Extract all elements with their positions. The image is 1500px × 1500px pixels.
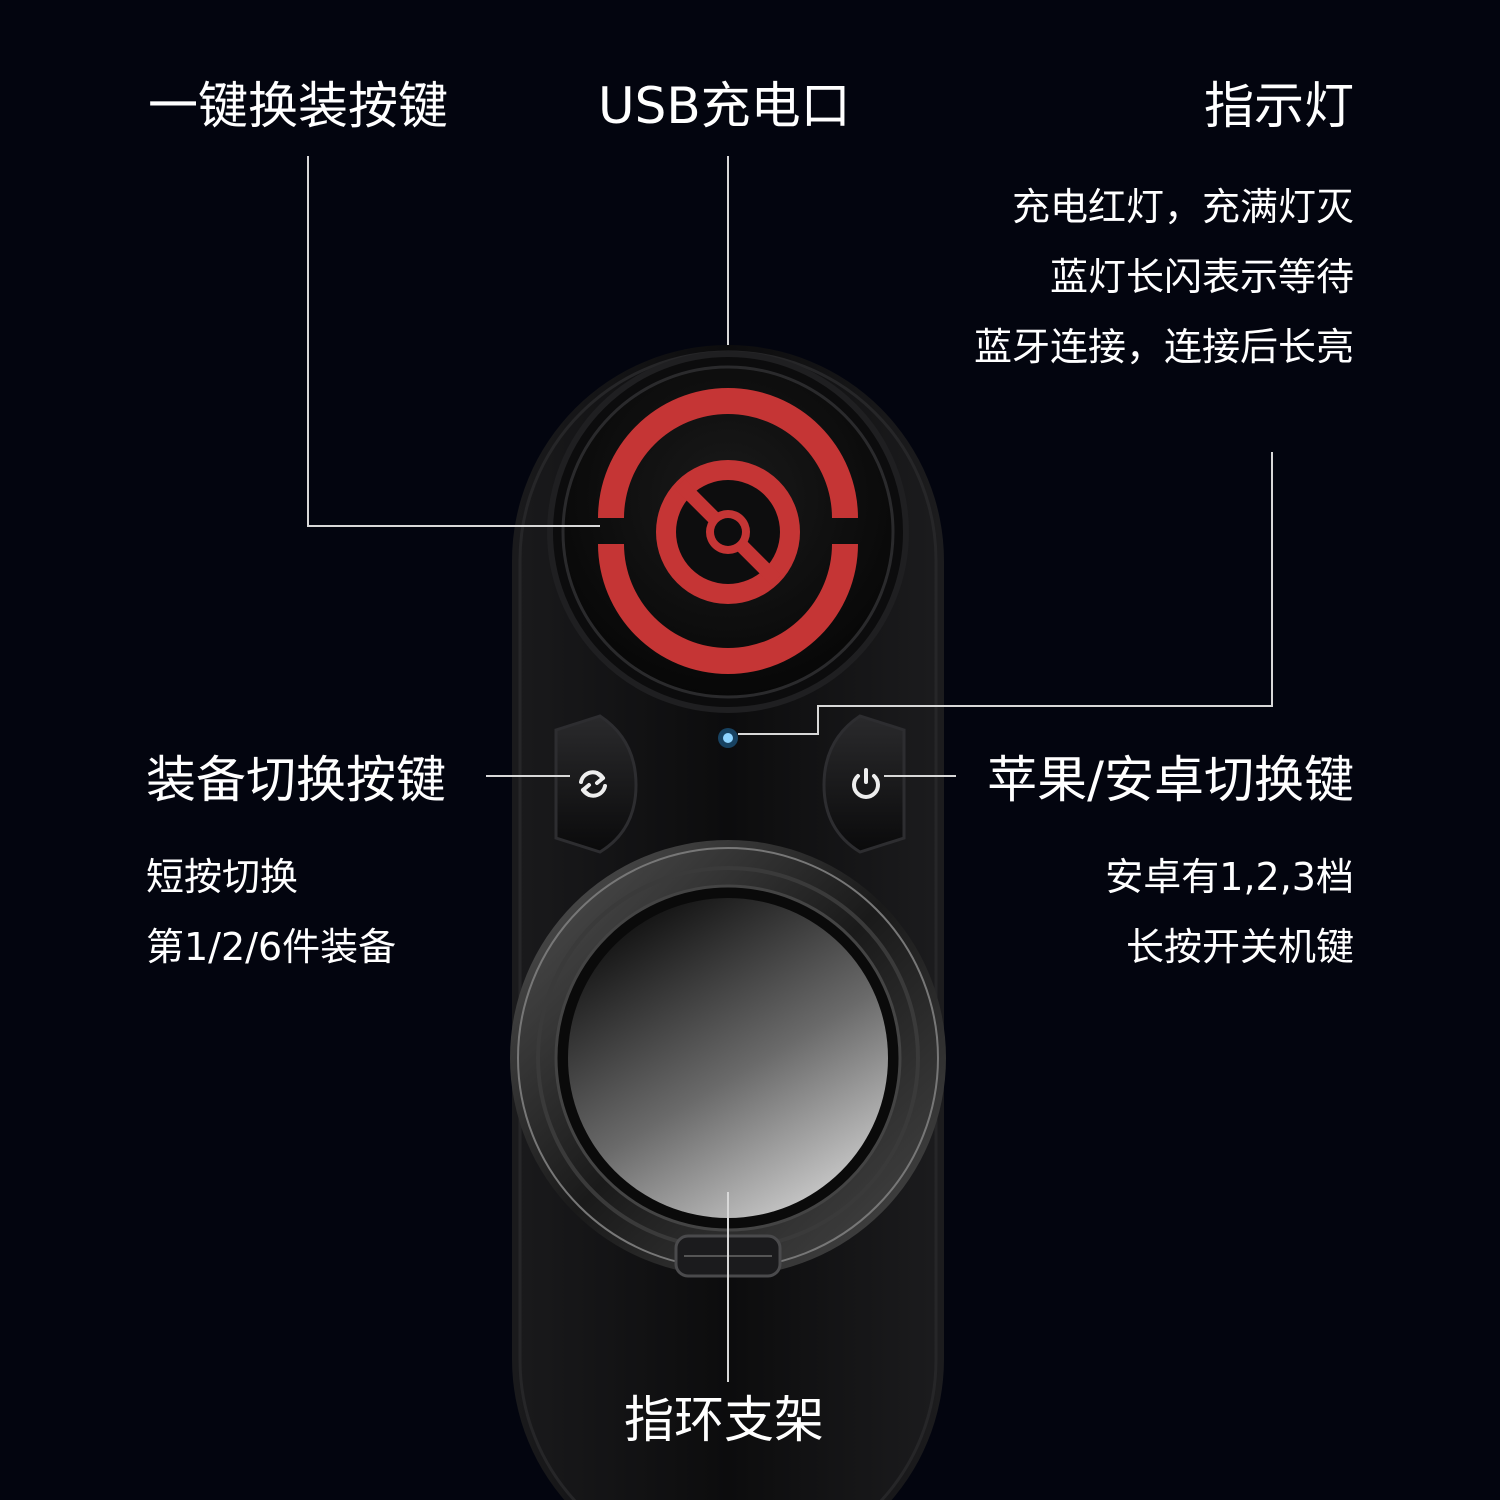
equip-switch-line: 第1/2/6件装备	[146, 925, 397, 969]
indicator-description: 充电红灯，充满灯灭 蓝灯长闪表示等待 蓝牙连接，连接后长亮	[854, 182, 1354, 372]
quick-swap-button[interactable]	[547, 351, 909, 713]
label-os-switch-key: 苹果/安卓切换键	[987, 751, 1354, 809]
equip-switch-description: 短按切换 第1/2/6件装备	[146, 852, 506, 972]
os-switch-button[interactable]	[822, 714, 906, 854]
indicator-line: 充电红灯，充满灯灭	[1011, 185, 1354, 229]
label-indicator: 指示灯	[1204, 77, 1354, 135]
equip-switch-line: 短按切换	[146, 855, 299, 899]
os-switch-description: 安卓有1,2,3档 长按开关机键	[994, 852, 1354, 972]
os-switch-line: 安卓有1,2,3档	[1105, 855, 1354, 899]
swap-target-icon	[598, 388, 858, 674]
label-quick-swap-button: 一键换装按键	[148, 77, 448, 135]
label-usb-port: USB充电口	[598, 77, 851, 135]
callout-lines	[307, 156, 1273, 1382]
power-icon	[852, 768, 880, 799]
refresh-icon	[579, 770, 607, 798]
equip-switch-button[interactable]	[554, 714, 638, 854]
label-ring-stand: 指环支架	[624, 1391, 824, 1449]
indicator-line: 蓝灯长闪表示等待	[1049, 255, 1354, 299]
label-equip-switch-button: 装备切换按键	[146, 751, 446, 809]
indicator-led	[718, 728, 738, 748]
ring-stand	[510, 840, 946, 1278]
indicator-line: 蓝牙连接，连接后长亮	[973, 325, 1354, 369]
os-switch-line: 长按开关机键	[1125, 925, 1354, 969]
